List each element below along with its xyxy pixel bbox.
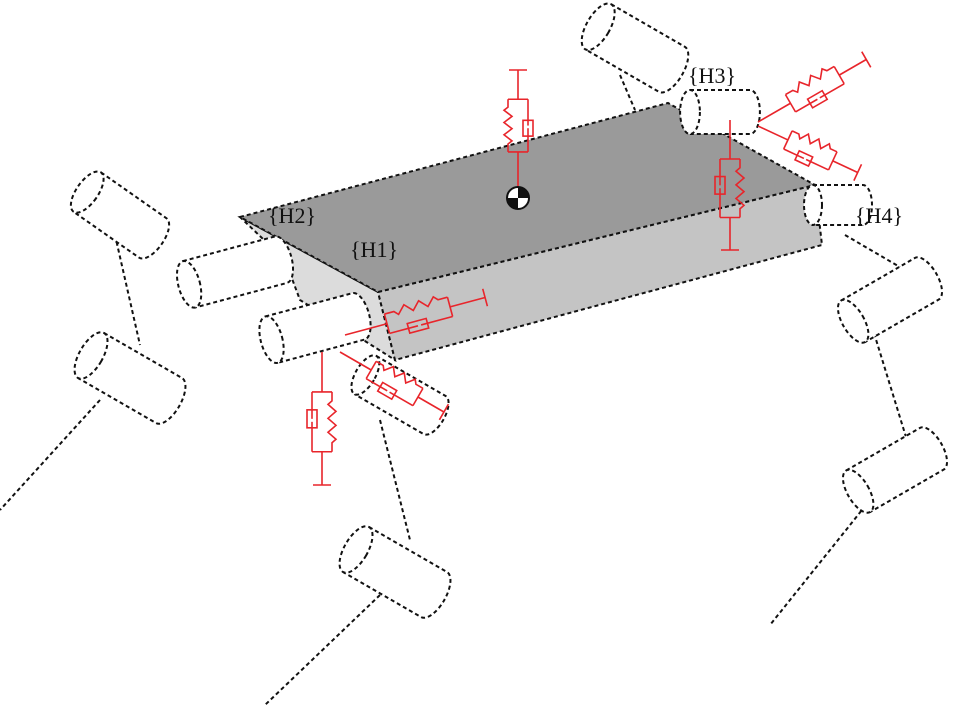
label-h2: {H2} bbox=[268, 203, 317, 228]
joint-cylinder bbox=[69, 170, 171, 260]
joint-cylinder bbox=[836, 256, 944, 344]
center-of-mass-icon bbox=[506, 186, 530, 210]
spring-damper bbox=[757, 125, 863, 181]
leg-link bbox=[844, 234, 906, 271]
leg-link bbox=[769, 499, 871, 626]
joint-cylinder bbox=[258, 292, 372, 364]
joint-cylinder bbox=[679, 89, 761, 135]
label-h4: {H4} bbox=[855, 203, 904, 228]
spring-damper bbox=[339, 351, 450, 421]
label-h3: {H3} bbox=[688, 63, 737, 88]
label-h1: {H1} bbox=[350, 237, 399, 262]
leg-link bbox=[379, 419, 411, 541]
spring-damper-elements bbox=[306, 51, 872, 486]
legs bbox=[0, 74, 911, 706]
joint-cylinder bbox=[580, 2, 690, 94]
spring-damper bbox=[306, 352, 338, 486]
joint-cylinder bbox=[338, 525, 452, 619]
leg-link bbox=[869, 319, 911, 451]
joint-cylinder bbox=[841, 426, 949, 514]
spring-damper bbox=[714, 120, 746, 251]
joint-cylinder bbox=[803, 184, 873, 226]
joint-cylinders bbox=[69, 2, 949, 619]
leg-link bbox=[114, 234, 141, 346]
leg-link bbox=[0, 399, 101, 511]
spring-damper bbox=[344, 288, 489, 336]
spring-damper bbox=[757, 51, 872, 123]
joint-cylinder bbox=[73, 331, 187, 425]
leg-link bbox=[264, 594, 381, 706]
spring-damper bbox=[502, 69, 534, 187]
joint-cylinder bbox=[350, 354, 450, 436]
joint-cylinder bbox=[175, 235, 295, 309]
body-side-face bbox=[376, 183, 824, 362]
leg-link bbox=[619, 74, 636, 111]
